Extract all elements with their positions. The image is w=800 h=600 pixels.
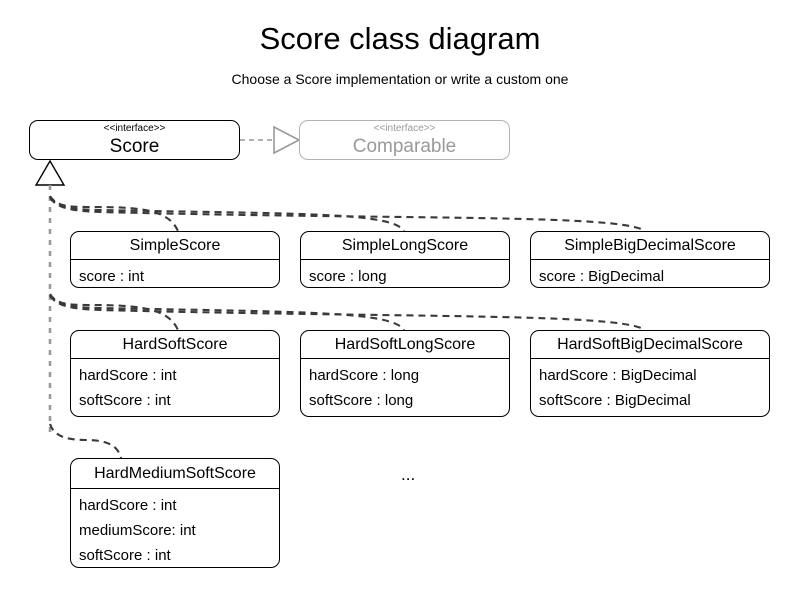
class-name: SimpleBigDecimalScore bbox=[564, 237, 736, 254]
edge-score-hard-soft-big-decimal-score bbox=[49, 295, 646, 331]
edge-score-hard-soft-score bbox=[49, 293, 179, 331]
attribute-row: hardScore : BigDecimal bbox=[539, 367, 697, 384]
class-box-simple-big-decimal-score[interactable]: SimpleBigDecimalScore score : BigDecimal bbox=[530, 231, 770, 288]
class-box-hard-soft-long-score[interactable]: HardSoftLongScore hardScore : long softS… bbox=[300, 330, 510, 417]
class-attributes: score : int bbox=[71, 260, 279, 287]
class-name: SimpleScore bbox=[129, 237, 221, 254]
diagram-subtitle: Choose a Score implementation or write a… bbox=[231, 71, 569, 87]
interface-name: Score bbox=[109, 135, 160, 157]
class-divider bbox=[71, 358, 279, 359]
edge-score-simple-score bbox=[49, 195, 179, 232]
class-divider bbox=[71, 488, 279, 489]
class-attributes: hardScore : BigDecimal softScore : BigDe… bbox=[531, 359, 769, 413]
class-box-hard-soft-score[interactable]: HardSoftScore hardScore : int softScore … bbox=[70, 330, 280, 417]
class-attributes: hardScore : int mediumScore: int softSco… bbox=[71, 489, 279, 567]
diagram-title: Score class diagram bbox=[259, 21, 541, 56]
attribute-row: score : BigDecimal bbox=[539, 268, 665, 285]
attribute-row: softScore : BigDecimal bbox=[539, 392, 691, 409]
generalization-triangle bbox=[34, 159, 66, 186]
class-box-simple-score[interactable]: SimpleScore score : int bbox=[70, 231, 280, 288]
class-attributes: score : long bbox=[301, 260, 509, 287]
stereotype-label: <<interface>> bbox=[103, 122, 166, 134]
class-divider bbox=[301, 358, 509, 359]
more-classes-ellipsis: ... bbox=[401, 465, 416, 484]
edge-score-simple-big-decimal-score bbox=[49, 197, 646, 232]
attribute-row: hardScore : long bbox=[309, 367, 420, 384]
interface-name: Comparable bbox=[352, 135, 457, 157]
class-attributes: score : BigDecimal bbox=[531, 260, 769, 287]
class-name: HardMediumSoftScore bbox=[94, 465, 256, 482]
attribute-row: score : int bbox=[79, 268, 145, 285]
attribute-row: softScore : long bbox=[309, 392, 414, 409]
realization-score-comparable bbox=[240, 125, 301, 155]
attribute-row: softScore : int bbox=[79, 547, 171, 564]
class-divider bbox=[301, 259, 509, 260]
class-attributes: hardScore : int softScore : int bbox=[71, 359, 279, 413]
attribute-row: hardScore : int bbox=[79, 367, 177, 384]
edge-score-hard-soft-long-score bbox=[49, 294, 405, 331]
edge-score-hard-medium-soft-score bbox=[49, 423, 123, 459]
edge-score-simple-long-score bbox=[49, 196, 405, 232]
class-box-simple-long-score[interactable]: SimpleLongScore score : long bbox=[300, 231, 510, 288]
stereotype-label: <<interface>> bbox=[373, 122, 436, 134]
attribute-row: score : long bbox=[309, 268, 387, 285]
class-divider bbox=[531, 358, 769, 359]
attribute-row: hardScore : int bbox=[79, 497, 177, 514]
attribute-row: mediumScore: int bbox=[79, 522, 196, 539]
interface-box-comparable[interactable]: <<interface>> Comparable bbox=[299, 120, 510, 160]
class-box-hard-medium-soft-score[interactable]: HardMediumSoftScore hardScore : int medi… bbox=[70, 458, 280, 568]
class-name: HardSoftScore bbox=[122, 336, 228, 353]
class-divider bbox=[71, 259, 279, 260]
class-attributes: hardScore : long softScore : long bbox=[301, 359, 509, 413]
interface-box-score[interactable]: <<interface>> Score bbox=[29, 120, 240, 160]
class-name: HardSoftLongScore bbox=[334, 336, 476, 353]
attribute-row: softScore : int bbox=[79, 392, 171, 409]
class-name: HardSoftBigDecimalScore bbox=[557, 336, 743, 353]
class-name: SimpleLongScore bbox=[341, 237, 469, 254]
class-box-hard-soft-big-decimal-score[interactable]: HardSoftBigDecimalScore hardScore : BigD… bbox=[530, 330, 770, 417]
class-divider bbox=[531, 259, 769, 260]
